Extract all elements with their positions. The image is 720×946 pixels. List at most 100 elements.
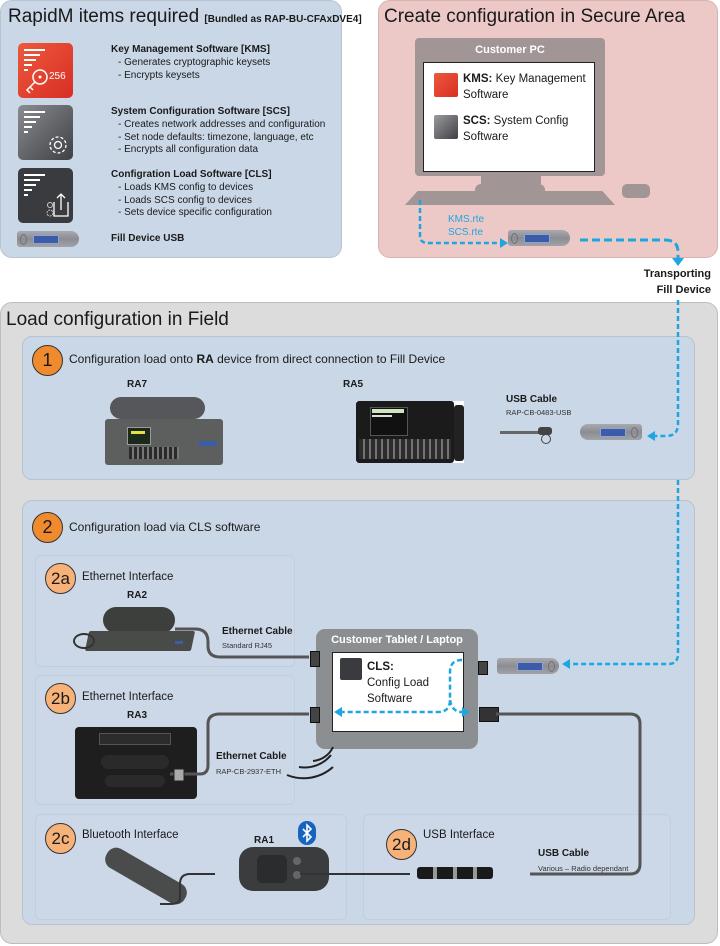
monitor-stand [481,176,541,184]
step2b-cable-name: Ethernet Cable [216,751,287,762]
cls-small-icon [340,658,362,680]
ra2-device [73,605,197,653]
ra1-device [239,847,329,891]
step2d-cable-name: USB Cable [538,848,590,859]
transport-to-step2-path [570,480,680,666]
usb-cable-2d [496,712,642,876]
arrow-head [334,707,342,717]
step2a-badge: 2a [45,563,76,594]
step2c-title: Bluetooth Interface [82,829,179,841]
kms-rte-file: KMS.rte [448,214,485,225]
kms-bold: KMS: [463,73,493,85]
scs-screen-text: SCS: System Config Software [463,113,568,145]
cls-line2: Software [367,693,413,705]
customer-pc-label: Customer PC [475,44,545,56]
cls-item-line: - Loads KMS config to devices [118,182,254,193]
mouse [622,184,650,198]
scs-icon-tile [18,105,73,160]
scs-bold: SCS: [463,115,491,127]
scs-item-name: System Configuration Software [SCS] [111,106,290,117]
step1-cable-name: USB Cable [506,394,558,405]
step2b-badge: 2b [45,683,76,714]
wireless-waves-icon [286,746,334,780]
usb-transport-path [580,238,680,258]
upload-icon [24,174,69,217]
step2b-cable-part: RAP-CB-2937-ETH [216,767,282,776]
kms-item-line: - Encrypts keysets [118,70,200,81]
secure-area-panel: Create configuration in Secure Area Cust… [378,0,718,258]
cls-item-line: - Loads SCS config to devices [118,195,252,206]
laptop-screen: CLS: Config Load Software [332,652,464,732]
scs-item-line: - Encrypts all configuration data [118,144,259,155]
step2c-badge: 2c [45,823,76,854]
step2d-badge: 2d [386,829,417,860]
cls-icon-tile [18,168,73,223]
cls-screen-text: CLS: Config Load Software [367,659,429,707]
kms-item-name: Key Management Software [KMS] [111,44,270,55]
arrow-head [562,659,570,669]
kms-icon-tile: 256 [18,43,73,98]
cls-item-line: - Sets device specific configuration [118,207,272,218]
step2-fill-device [497,658,559,674]
transport-label: Transporting Fill Device [620,266,711,298]
arrow-head [500,238,508,248]
step2a-title: Ethernet Interface [82,571,174,583]
items-title-text: RapidM items required [8,6,200,27]
step2-text: Configuration load via CLS software [69,520,261,534]
customer-pc-monitor: Customer PC KMS: Key Management Software… [415,38,605,176]
pc-screen: KMS: Key Management Software SCS: System… [423,62,595,172]
ra3-label: RA3 [127,710,148,721]
kms-small-icon [434,73,458,97]
fill-device-item-name: Fill Device USB [111,233,185,244]
scs-item-line: - Creates network addresses and configur… [118,119,326,130]
gear-icon [24,111,67,154]
rte-files: KMS.rte SCS.rte [448,213,484,239]
step1-text-pre: Configuration load onto [69,352,197,366]
usb-cable [500,431,542,434]
cls-item-name: Configration Load Software [CLS] [111,169,272,180]
step2b-title: Ethernet Interface [82,691,174,703]
secure-panel-title: Create configuration in Secure Area [384,6,686,27]
ra7-device [105,397,227,465]
laptop-label: Customer Tablet / Laptop [331,634,463,646]
fill-device-usb [508,230,570,246]
cls-to-usb-path [448,699,463,714]
scs-item-line: - Set node defaults: timezone, language,… [118,132,314,143]
ra5-label: RA5 [343,379,364,390]
scs-rte-file: SCS.rte [448,227,484,238]
laptop-port [310,651,320,667]
ethernet-cable-2b [170,712,309,776]
transport-line1: Transporting [643,268,711,280]
arrow-head [462,707,470,717]
transport-line2: Fill Device [656,284,711,296]
ra7-label: RA7 [127,379,148,390]
kms-rest: Key Management [492,73,586,85]
step1-text-bold: RA [196,352,214,366]
ethernet-cable-2a [175,627,309,659]
scs-rest: System Config [490,115,569,127]
step1-text: Configuration load onto RA device from d… [69,352,445,366]
step1-fill-device [580,424,642,440]
usb-cable-connector [538,427,552,435]
subpanel-2d [363,814,671,920]
arrow-head [647,431,655,441]
step2d-title: USB Interface [423,829,495,841]
cls-line1: Config Load [367,677,430,689]
step2a-cable-part: Standard RJ45 [222,641,273,650]
laptop-port [310,707,320,723]
step2d-cable-part: Various – Radio dependant [538,864,629,873]
key-256-icon: 256 [24,49,66,94]
cls-bold: CLS: [367,661,394,673]
svg-text:256: 256 [49,71,66,82]
pc-to-usb-path [418,200,500,245]
cls-to-ethernet-path [342,658,463,714]
items-panel-title: RapidM items required [Bundled as RAP-BU… [8,6,362,28]
scs-line2: Software [463,131,509,143]
scs-small-icon [434,115,458,139]
bundle-code: [Bundled as RAP-BU-CFAxDVE4] [204,14,362,25]
usb-stick-icon [17,231,79,247]
field-panel-title: Load configuration in Field [6,309,229,330]
step1-badge: 1 [32,345,63,376]
step2-badge: 2 [32,512,63,543]
